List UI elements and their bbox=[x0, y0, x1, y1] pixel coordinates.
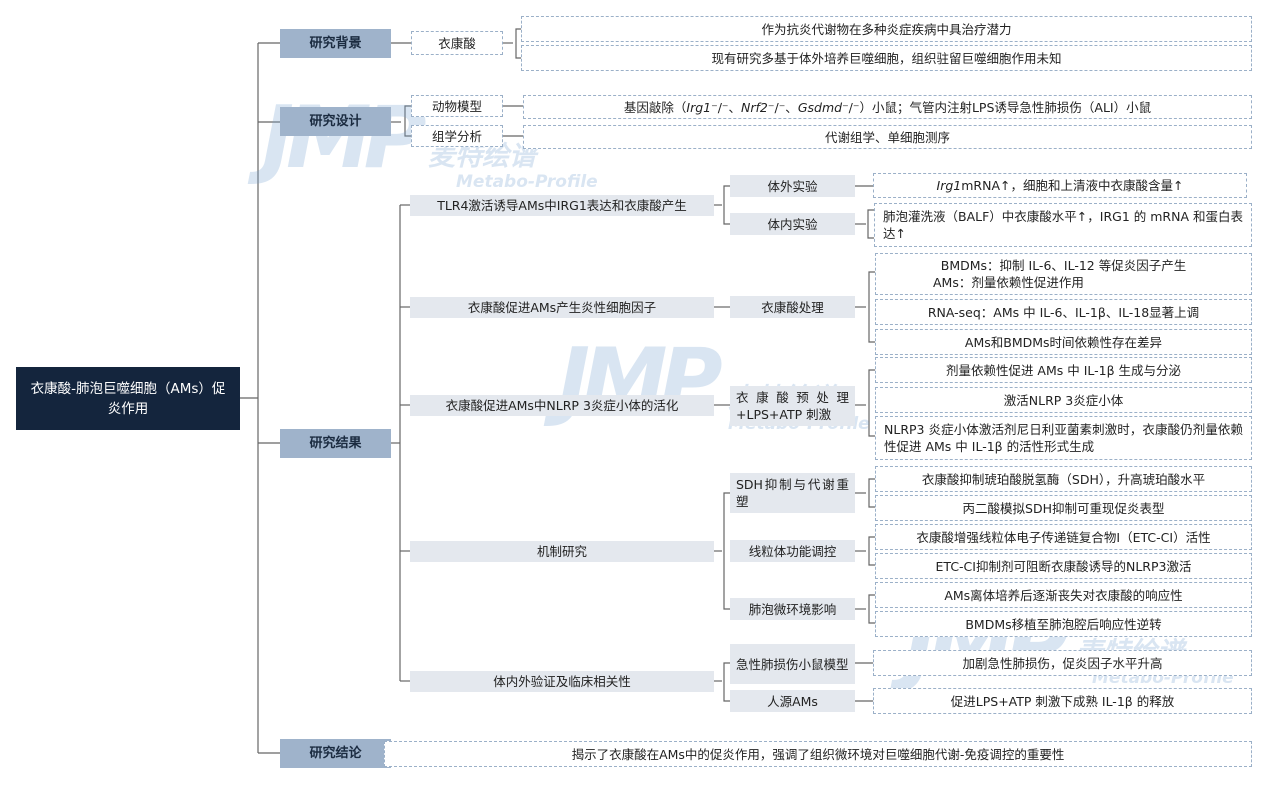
gene-nrf2: Nrf2 bbox=[741, 99, 768, 115]
result-section-2-title: 衣康酸促进AMs产生炎性细胞因子 bbox=[410, 297, 714, 318]
conclusion-node: 研究结论 bbox=[280, 739, 391, 768]
result-3-leaf-2: 激活NLRP 3炎症小体 bbox=[875, 387, 1252, 413]
background-point-2: 现有研究多基于体外培养巨噬细胞，组织驻留巨噬细胞作用未知 bbox=[521, 45, 1252, 71]
result-1-in-vitro: 体外实验 bbox=[730, 175, 855, 197]
gene-irg1-label: Irg1 bbox=[936, 178, 962, 193]
validation-mouse-model: 急性肺损伤小鼠模型 bbox=[730, 644, 855, 684]
result-1-in-vitro-detail: Irg1 mRNA↑，细胞和上清液中衣康酸含量↑ bbox=[873, 173, 1247, 198]
result-2-leaf-1: BMDMs：抑制 IL-6、IL-12 等促炎因子产生 AMs：剂量依赖性促进作… bbox=[875, 253, 1252, 295]
animal-sep-1: ⁻/⁻、 bbox=[711, 99, 742, 115]
validation-human-ams: 人源AMs bbox=[730, 690, 855, 712]
result-2-leaf-2: RNA-seq：AMs 中 IL-6、IL-1β、IL-18显著上调 bbox=[875, 299, 1252, 325]
result-3-treatment: 衣康酸预处理+LPS+ATP 刺激 bbox=[730, 386, 855, 426]
mechanism-sdh: SDH抑制与代谢重塑 bbox=[730, 473, 855, 513]
background-node: 研究背景 bbox=[280, 29, 391, 58]
gene-irg1: Irg1 bbox=[686, 99, 712, 115]
background-topic: 衣康酸 bbox=[411, 31, 503, 55]
root-label: 衣康酸-肺泡巨噬细胞（AMs）促炎作用 bbox=[30, 380, 226, 417]
result-2-treatment: 衣康酸处理 bbox=[730, 296, 855, 318]
design-animal-model-detail: 基因敲除（Irg1⁻/⁻、Nrf2⁻/⁻、Gsdmd⁻/⁻）小鼠；气管内注射LP… bbox=[523, 95, 1252, 119]
mechanism-mito-leaf-2: ETC-CI抑制剂可阻断衣康酸诱导的NLRP3激活 bbox=[875, 553, 1252, 579]
design-node: 研究设计 bbox=[280, 107, 391, 136]
design-animal-model: 动物模型 bbox=[411, 95, 503, 117]
design-omics: 组学分析 bbox=[411, 125, 503, 147]
mechanism-microenvironment: 肺泡微环境影响 bbox=[730, 598, 855, 620]
result-section-3-title: 衣康酸促进AMs中NLRP 3炎症小体的活化 bbox=[410, 395, 714, 416]
mechanism-mitochondria: 线粒体功能调控 bbox=[730, 540, 855, 562]
result-section-5-title: 体内外验证及临床相关性 bbox=[410, 671, 714, 692]
mechanism-sdh-leaf-2: 丙二酸模拟SDH抑制可重现促炎表型 bbox=[875, 495, 1252, 521]
validation-mouse-leaf: 加剧急性肺损伤，促炎因子水平升高 bbox=[873, 650, 1252, 676]
result-3-leaf-3: NLRP3 炎症小体激活剂尼日利亚菌素刺激时，衣康酸仍剂量依赖性促进 AMs 中… bbox=[875, 416, 1252, 460]
animal-text-b: ⁻/⁻）小鼠；气管内注射LPS诱导急性肺损伤（ALI）小鼠 bbox=[842, 99, 1152, 115]
result-2-leaf-1a: BMDMs：抑制 IL-6、IL-12 等促炎因子产生 bbox=[940, 258, 1187, 273]
result-section-1-title: TLR4激活诱导AMs中IRG1表达和衣康酸产生 bbox=[410, 195, 714, 216]
result-section-4-title: 机制研究 bbox=[410, 541, 714, 562]
mechanism-env-leaf-2: BMDMs移植至肺泡腔后响应性逆转 bbox=[875, 611, 1252, 637]
mechanism-sdh-leaf-1: 衣康酸抑制琥珀酸脱氢酶（SDH），升高琥珀酸水平 bbox=[875, 466, 1252, 492]
result-2-leaf-1b: AMs：剂量依赖性促进作用 bbox=[933, 275, 1084, 290]
conclusion-text: 揭示了衣康酸在AMs中的促炎作用，强调了组织微环境对巨噬细胞代谢-免疫调控的重要… bbox=[384, 741, 1252, 767]
result-3-leaf-1: 剂量依赖性促进 AMs 中 IL-1β 生成与分泌 bbox=[875, 357, 1252, 383]
mechanism-mito-leaf-1: 衣康酸增强线粒体电子传递链复合物I（ETC-CI）活性 bbox=[875, 524, 1252, 550]
design-omics-detail: 代谢组学、单细胞测序 bbox=[523, 125, 1252, 149]
gene-gsdmd: Gsdmd bbox=[797, 99, 843, 115]
root-node: 衣康酸-肺泡巨噬细胞（AMs）促炎作用 bbox=[16, 367, 240, 430]
background-point-1: 作为抗炎代谢物在多种炎症疾病中具治疗潜力 bbox=[521, 16, 1252, 42]
in-vitro-text: mRNA↑，细胞和上清液中衣康酸含量↑ bbox=[961, 178, 1184, 193]
animal-text-a: 基因敲除（ bbox=[623, 99, 687, 115]
results-node: 研究结果 bbox=[280, 429, 391, 458]
result-1-in-vivo: 体内实验 bbox=[730, 213, 855, 235]
result-1-in-vivo-detail: 肺泡灌洗液（BALF）中衣康酸水平↑，IRG1 的 mRNA 和蛋白表达↑ bbox=[874, 203, 1252, 247]
animal-sep-2: ⁻/⁻、 bbox=[767, 99, 798, 115]
validation-human-leaf: 促进LPS+ATP 刺激下成熟 IL-1β 的释放 bbox=[873, 688, 1252, 714]
result-2-leaf-3: AMs和BMDMs时间依赖性存在差异 bbox=[875, 329, 1252, 355]
mechanism-env-leaf-1: AMs离体培养后逐渐丧失对衣康酸的响应性 bbox=[875, 582, 1252, 608]
